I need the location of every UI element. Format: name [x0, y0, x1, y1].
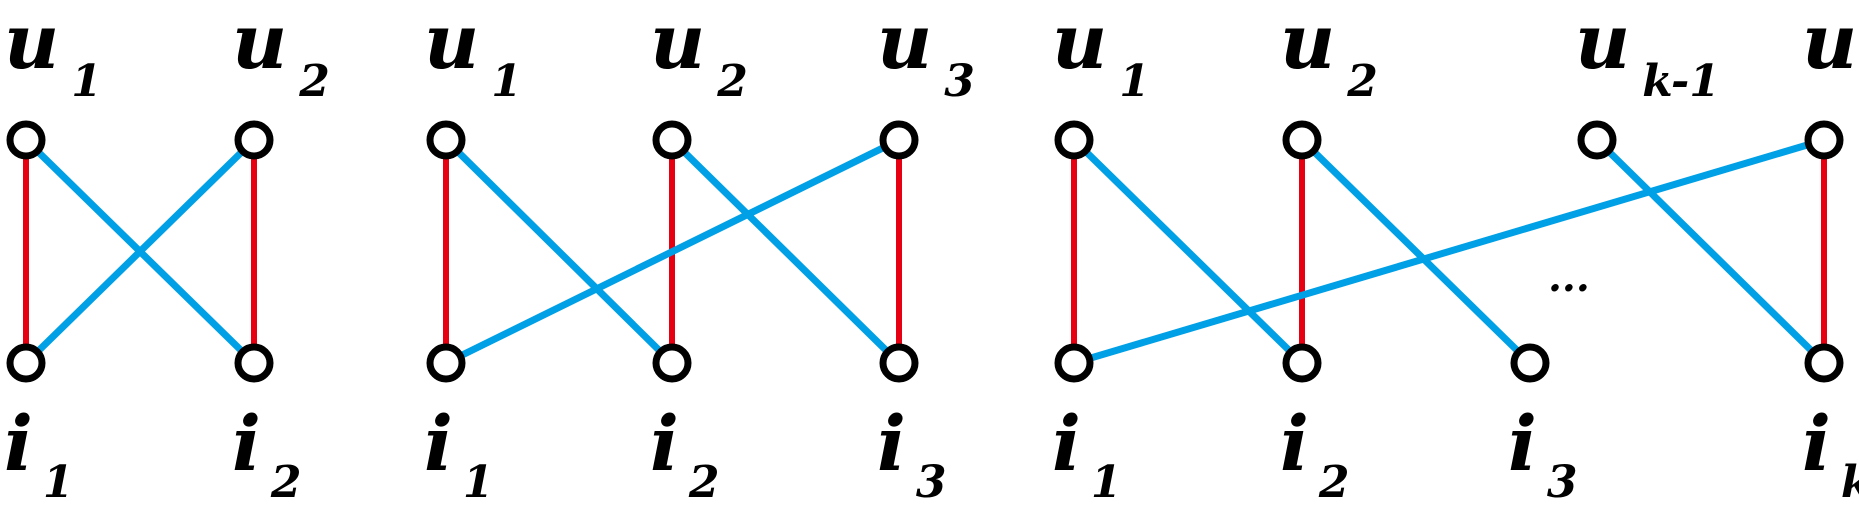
- label-letter: u: [1575, 0, 1630, 86]
- edge-blue-u1-i2: [1071, 137, 1305, 366]
- label-letter: i: [232, 399, 261, 488]
- item-node-i2: [652, 343, 692, 383]
- label-subscript: 1: [1119, 56, 1150, 107]
- label-subscript: 1: [43, 457, 74, 508]
- user-node-uk-1: [1577, 120, 1617, 160]
- user-node-u3: [879, 120, 919, 160]
- user-node-u1: [426, 120, 466, 160]
- user-node-u2: [652, 120, 692, 160]
- edge-blue-u2-i1: [23, 137, 257, 366]
- label-letter: i: [1508, 399, 1537, 488]
- label-subscript: 3: [1547, 457, 1578, 508]
- label-subscript: 3: [944, 56, 975, 107]
- edge-blue-uk-i1: [1073, 136, 1825, 367]
- item-node-i2: [1282, 343, 1322, 383]
- label-letter: i: [424, 399, 453, 488]
- label-subscript: 2: [716, 56, 748, 107]
- label-letter: i: [4, 399, 33, 488]
- label-letter: u: [1280, 0, 1335, 86]
- label-letter: i: [650, 399, 679, 488]
- item-node-i3: [879, 343, 919, 383]
- user-node-u2: [234, 120, 274, 160]
- label-letter: u: [877, 0, 932, 86]
- user-node-u1: [1054, 120, 1094, 160]
- label-letter: i: [1280, 399, 1309, 488]
- user-node-u2: [1282, 120, 1322, 160]
- ellipsis: ···: [1548, 265, 1590, 312]
- label-subscript: 1: [491, 56, 522, 107]
- label-letter: u: [1802, 0, 1857, 86]
- label-letter: i: [877, 399, 906, 488]
- label-subscript: 1: [1091, 457, 1122, 508]
- label-letter: u: [424, 0, 479, 86]
- item-node-i3: [1510, 343, 1550, 383]
- label-subscript: 2: [688, 457, 720, 508]
- item-node-ik: [1804, 343, 1844, 383]
- edge-blue-u2-i3: [669, 137, 902, 366]
- edge-blue-u1-i2: [443, 137, 675, 366]
- label-subscript: 2: [270, 457, 302, 508]
- label-letter: u: [650, 0, 705, 86]
- label-subscript: 3: [916, 457, 947, 508]
- user-node-uk: [1804, 120, 1844, 160]
- item-label-ik: ik: [1802, 399, 1859, 508]
- label-letter: i: [1052, 399, 1081, 488]
- label-subscript: 1: [71, 56, 102, 107]
- item-node-i2: [234, 343, 274, 383]
- label-subscript: 2: [1346, 56, 1378, 107]
- label-subscript: 1: [463, 457, 494, 508]
- item-node-i1: [1054, 343, 1094, 383]
- edge-blue-uk-1-ik: [1594, 137, 1827, 366]
- label-letter: u: [4, 0, 59, 86]
- label-letter: u: [232, 0, 287, 86]
- edge-blue-u2-i3: [1299, 137, 1533, 366]
- label-subscript: 2: [298, 56, 330, 107]
- label-letter: i: [1802, 399, 1831, 488]
- label-subscript: k: [1841, 457, 1859, 508]
- user-label-uk: uk: [1802, 0, 1859, 107]
- item-node-i1: [426, 343, 466, 383]
- label-subscript: 2: [1318, 457, 1350, 508]
- label-letter: u: [1052, 0, 1107, 86]
- item-node-i1: [6, 343, 46, 383]
- edge-blue-u3-i1: [444, 136, 901, 367]
- label-subscript: k-1: [1642, 56, 1720, 107]
- user-node-u1: [6, 120, 46, 160]
